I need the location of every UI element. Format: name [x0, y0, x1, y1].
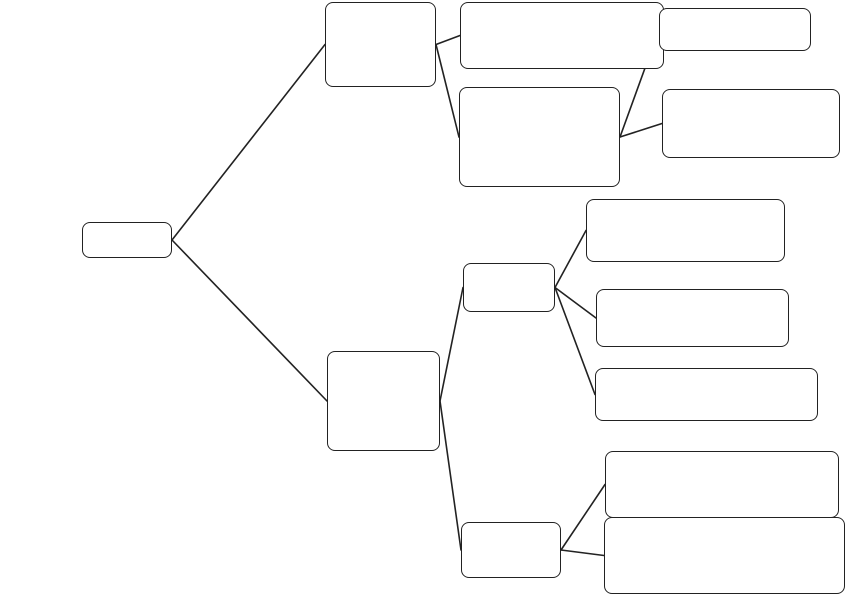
upper-branch-node-label: [377, 43, 385, 47]
lower-branch-node: [327, 351, 440, 451]
connector-upper-branch-to-upper-child-1: [435, 34, 461, 46]
connector-lower-child-2-to-lower-leaf-5: [560, 549, 605, 557]
connector-lower-child-2-to-lower-leaf-4: [560, 483, 606, 551]
root-node-label: [123, 238, 131, 242]
root-node: [82, 222, 172, 258]
upper-leaf-1-node: [659, 8, 811, 51]
connector-root-to-upper-branch: [171, 43, 326, 241]
upper-branch-node: [325, 2, 436, 87]
connector-upper-child-2-to-upper-leaf-2: [619, 122, 663, 138]
connector-lower-child-1-to-lower-leaf-2: [554, 286, 597, 319]
upper-child-1-node-label: [558, 34, 566, 38]
connector-lower-branch-to-lower-child-2: [439, 400, 462, 551]
upper-leaf-2-node: [662, 89, 840, 158]
connector-root-to-lower-branch: [171, 239, 328, 402]
connector-lower-branch-to-lower-child-1: [439, 286, 464, 402]
lower-child-1-node-label: [505, 286, 513, 290]
lower-leaf-3-node-label: [703, 393, 711, 397]
lower-leaf-3-node: [595, 368, 818, 421]
lower-leaf-4-node: [605, 451, 839, 518]
lower-leaf-1-node-label: [682, 229, 690, 233]
lower-child-2-node: [461, 522, 561, 578]
upper-leaf-1-node-label: [731, 28, 739, 32]
lower-leaf-1-node: [586, 199, 785, 262]
lower-leaf-5-node: [604, 517, 845, 594]
upper-child-2-node-label: [536, 135, 544, 139]
connector-upper-branch-to-upper-child-2: [435, 43, 460, 138]
connector-lower-child-1-to-lower-leaf-1: [554, 229, 587, 289]
lower-leaf-4-node-label: [718, 483, 726, 487]
lower-leaf-2-node: [596, 289, 789, 347]
connector-lower-child-1-to-lower-leaf-3: [554, 286, 596, 396]
lower-child-2-node-label: [507, 548, 515, 552]
lower-child-1-node: [463, 263, 555, 312]
lower-leaf-2-node-label: [689, 316, 697, 320]
lower-leaf-5-node-label: [721, 554, 729, 558]
upper-leaf-2-node-label: [747, 122, 755, 126]
lower-branch-node-label: [380, 399, 388, 403]
upper-child-1-node: [460, 2, 664, 69]
upper-child-2-node: [459, 87, 620, 187]
